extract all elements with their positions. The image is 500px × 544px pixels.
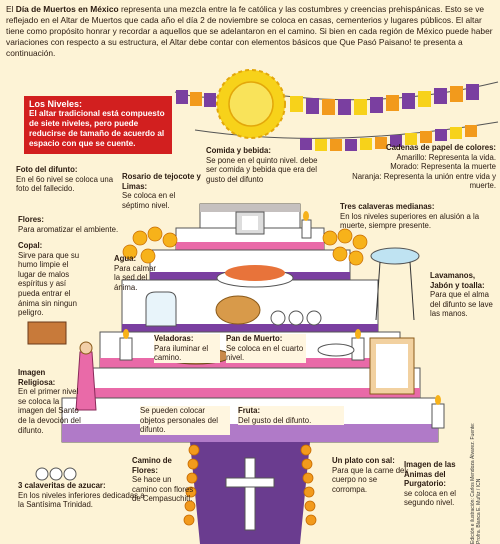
- label-camino: Camino de Flores: Se hace un camino con …: [132, 456, 194, 504]
- label-flores-body: Para aromatizar el ambiente.: [18, 224, 119, 234]
- label-imagen: Imagen Religiosa: En el primer nivel se …: [18, 368, 82, 435]
- label-comida-body: Se pone en el quinto nivel. debe ser com…: [206, 155, 318, 184]
- label-calaveritas: 3 calaveritas de azucar: En los niveles …: [18, 481, 146, 510]
- niveles-text: El altar tradicional está compuesto de s…: [29, 109, 165, 148]
- label-veladoras-head: Veladoras:: [154, 334, 194, 343]
- religious-image-icon: [75, 341, 97, 411]
- label-calaveritas-body: En los niveles inferiores dedicadas a la…: [18, 490, 145, 510]
- candle-icon: [119, 219, 445, 429]
- label-foto-body: En el 6o nivel se coloca una foto del fa…: [16, 174, 114, 194]
- label-animas: Imagen de las Ánimas del Purgatorio: se …: [404, 460, 470, 508]
- label-copal: Copal: Sirve para que su humo limpie el …: [18, 241, 82, 318]
- marigold-path: [183, 444, 317, 526]
- label-copal-head: Copal:: [18, 241, 43, 250]
- label-plato-head: Un plato con sal:: [332, 456, 395, 465]
- intro-bold: Día de Muertos en México: [15, 4, 119, 14]
- wash-basin-icon: [370, 247, 420, 321]
- water-jar-icon: [145, 291, 177, 327]
- label-rosario-head: Rosario de tejocote y Limas:: [122, 172, 201, 191]
- label-animas-head: Imagen de las Ánimas del Purgatorio:: [404, 460, 456, 489]
- sugar-skull-icon: [35, 310, 322, 481]
- sun-icon: [216, 69, 286, 139]
- candle-flame-icon: [123, 211, 441, 405]
- label-fruta-body: Del gusto del difunto.: [238, 415, 312, 425]
- intro-paragraph: El Día de Muertos en México representa u…: [6, 4, 494, 59]
- intro-lead: El: [6, 4, 14, 14]
- label-plato: Un plato con sal: Para que la carne del …: [332, 456, 412, 494]
- niveles-title: Los Niveles:: [29, 99, 83, 109]
- label-lavamanos-head: Lavamanos, Jabón y toalla:: [430, 271, 485, 290]
- label-tres-head: Tres calaveras medianas:: [340, 202, 435, 211]
- label-rosario-body: Se coloca en el séptimo nivel.: [122, 191, 176, 210]
- label-imagen-head: Imagen Religiosa:: [18, 368, 56, 387]
- label-agua-body: Para calmar la sed del ánima.: [114, 263, 157, 292]
- label-cadenas-morado: Morado: Representa la muerte: [390, 162, 496, 172]
- label-camino-head: Camino de Flores:: [132, 456, 172, 475]
- label-camino-body: Se hace un camino con flores de Cempasuc…: [132, 475, 194, 504]
- cempasuchil-flowers-icon: [122, 226, 368, 266]
- cross-icon: [225, 457, 275, 531]
- label-calaveritas-head: 3 calaveritas de azucar:: [18, 481, 106, 490]
- pan-de-muerto-icon: [215, 295, 261, 325]
- label-agua-head: Agua:: [114, 254, 137, 263]
- label-cadenas-amarillo: Amarillo: Representa la vida.: [396, 152, 496, 162]
- label-foto-head: Foto del difunto:: [16, 165, 78, 174]
- credit-text: Edición e ilustración: Carlos Mendoza Ál…: [470, 422, 482, 544]
- label-agua: Agua: Para calmar la sed del ánima.: [114, 254, 158, 292]
- label-plato-body: Para que la carne del cuerpo no se corro…: [332, 465, 407, 494]
- papel-picado-banner-right: [284, 81, 499, 115]
- label-objetos: Se pueden colocar objetos personales del…: [140, 406, 230, 435]
- label-comida-head: Comida y bebida:: [206, 146, 271, 155]
- label-flores: Flores: Para aromatizar el ambiente.: [18, 215, 130, 234]
- label-tres-calaveras: Tres calaveras medianas: En los niveles …: [340, 202, 496, 231]
- label-flores-head: Flores:: [18, 215, 44, 224]
- animas-image-icon: [369, 337, 415, 395]
- label-pan-head: Pan de Muerto:: [226, 334, 283, 343]
- label-foto: Foto del difunto: En el 6o nivel se colo…: [16, 165, 116, 194]
- salt-plate-icon: [317, 343, 355, 357]
- niveles-box: Los Niveles: El altar tradicional está c…: [24, 96, 172, 154]
- label-tres-body: En los niveles superiores en alusión a l…: [340, 211, 480, 231]
- food-dish-icon: [216, 265, 294, 288]
- label-fruta: Fruta: Del gusto del difunto.: [238, 406, 344, 426]
- copal-burner-icon: [27, 321, 67, 345]
- label-pan-body: Se coloca en el cuarto nivel.: [226, 343, 304, 363]
- label-lavamanos: Lavamanos, Jabón y toalla: Para que el a…: [430, 271, 496, 319]
- label-comida: Comida y bebida: Se pone en el quinto ni…: [206, 146, 324, 184]
- label-pan: Pan de Muerto: Se coloca en el cuarto ni…: [226, 334, 306, 363]
- label-veladoras-body: Para iluminar el camino.: [154, 343, 209, 363]
- label-cadenas-naranja: Naranja: Representa la unión entre vida …: [352, 171, 496, 191]
- label-cadenas-head: Cadenas de papel de colores:: [385, 143, 496, 152]
- label-rosario: Rosario de tejocote y Limas: Se coloca e…: [122, 172, 202, 210]
- label-objetos-body: Se pueden colocar objetos personales del…: [140, 406, 219, 435]
- label-copal-body: Sirve para que su humo limpie el lugar d…: [18, 250, 80, 318]
- label-veladoras: Veladoras: Para iluminar el camino.: [154, 334, 220, 363]
- label-cadenas: Cadenas de papel de colores: Amarillo: R…: [336, 143, 496, 191]
- intro-rest: representa una mezcla entre la fe católi…: [6, 4, 493, 58]
- label-lavamanos-body: Para que el alma del difunto se lave las…: [430, 290, 493, 319]
- label-animas-body: se coloca en el segundo nivel.: [404, 488, 457, 508]
- label-imagen-body: En el primer nivel se coloca la imagen d…: [18, 387, 81, 435]
- label-fruta-head: Fruta:: [238, 406, 261, 415]
- photo-frame-icon: [235, 211, 265, 235]
- papel-picado-banner-mid: [194, 121, 499, 151]
